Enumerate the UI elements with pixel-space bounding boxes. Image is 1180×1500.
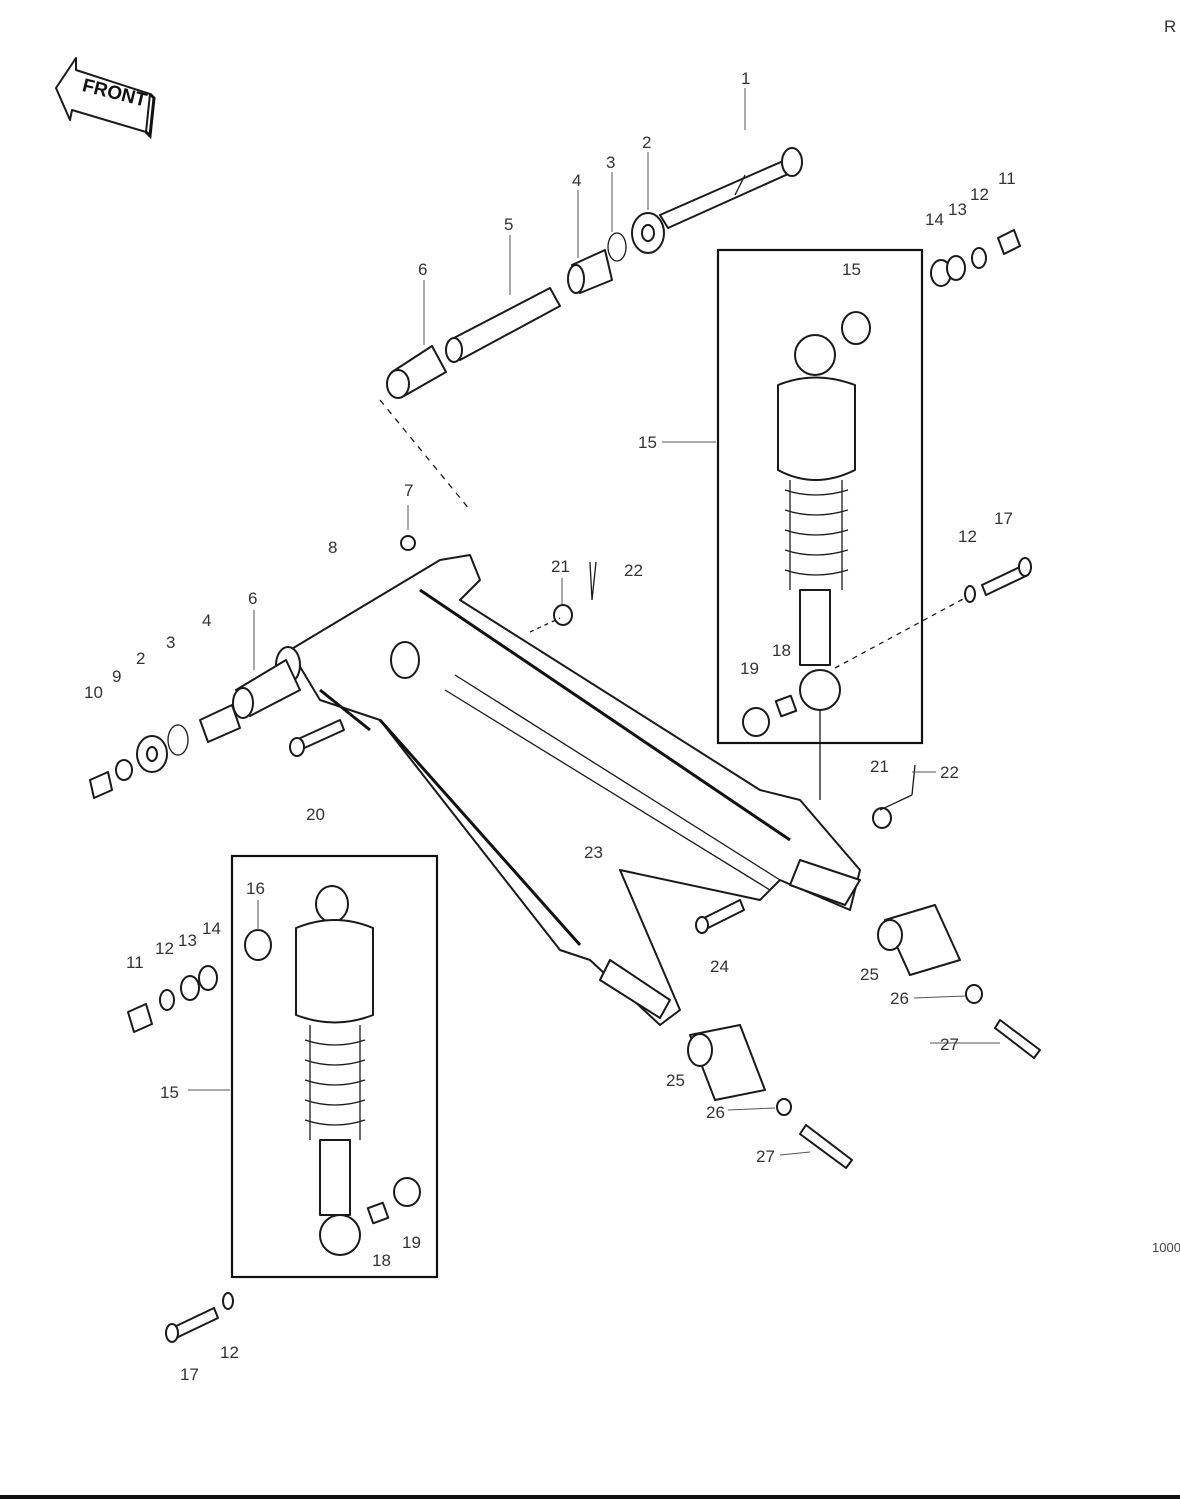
callout: 14 [202, 919, 221, 938]
corner-mark: R [1164, 17, 1176, 36]
callout: 18 [372, 1251, 391, 1270]
callout: 16 [246, 879, 265, 898]
callout: 25 [860, 965, 879, 984]
callout: 21 [551, 557, 570, 576]
callout: 21 [870, 757, 889, 776]
callout: 17 [180, 1365, 199, 1384]
side-mark: 1000 [1152, 1240, 1180, 1255]
callout: 15 [638, 433, 657, 452]
callout: 27 [940, 1035, 959, 1054]
callout: 24 [710, 957, 729, 976]
callout: 4 [202, 611, 211, 630]
callout: 15 [842, 260, 861, 279]
callout: 2 [642, 133, 651, 152]
callout: 19 [740, 659, 759, 678]
shock-cover [777, 376, 856, 481]
callout: 15 [160, 1083, 179, 1102]
nut-upper [553, 604, 573, 626]
callout: 11 [126, 953, 144, 972]
pivot-bolt [659, 157, 798, 229]
callout: 4 [572, 171, 581, 190]
shock-bushing-left [244, 929, 272, 961]
callout: 9 [112, 667, 121, 686]
shock-mount-hardware-left [127, 965, 218, 1033]
callout: 20 [306, 805, 325, 824]
grease-fitting [400, 535, 416, 551]
callout: 17 [994, 509, 1013, 528]
nut-26-right [965, 984, 983, 1004]
pivot-hardware-left [89, 659, 301, 799]
callout: 1 [741, 69, 750, 88]
callout: 23 [584, 843, 603, 862]
shock-absorber-box-left [230, 854, 439, 1279]
shock-lower-eye-left [319, 1214, 361, 1256]
callout: 27 [756, 1147, 775, 1166]
callout: 22 [940, 763, 959, 782]
callout: 22 [624, 561, 643, 580]
callout: 7 [404, 481, 413, 500]
pivot-sleeve [449, 287, 561, 361]
shock-absorber-right [742, 311, 871, 737]
pivot-bolt-head [781, 147, 803, 177]
callout: 26 [706, 1103, 725, 1122]
callout: 19 [402, 1233, 421, 1252]
front-direction-arrow: FRONT [55, 57, 156, 140]
callout: 8 [328, 538, 337, 557]
adjuster-bolt-right [994, 1019, 1041, 1059]
callout: 11 [998, 169, 1016, 188]
callout: 26 [890, 989, 909, 1008]
callout: 12 [155, 939, 174, 958]
callout: 3 [606, 153, 615, 172]
callout: 6 [418, 260, 427, 279]
callout: 12 [958, 527, 977, 546]
pivot-shaft-assembly [379, 147, 803, 511]
callout: 5 [504, 215, 513, 234]
callout: 18 [772, 641, 791, 660]
shock-absorber-left [244, 885, 421, 1256]
leader-lines [188, 88, 1000, 1156]
shock-bushing [841, 311, 871, 345]
callout: 10 [84, 683, 103, 702]
shock-lower-eye [799, 669, 841, 711]
nut-26-left [776, 1098, 792, 1116]
adjuster-bolt-left [799, 1124, 853, 1169]
callout: 14 [925, 210, 944, 229]
callout: 12 [220, 1343, 239, 1362]
shock-mount-hardware-right [930, 229, 1021, 287]
callout: 25 [666, 1071, 685, 1090]
cotter-pin-upper [589, 561, 597, 601]
callout: 2 [136, 649, 145, 668]
callout: 12 [970, 185, 989, 204]
callout: 3 [166, 633, 175, 652]
swing-arm [275, 554, 861, 1026]
callout: 6 [248, 589, 257, 608]
chain-adjuster-right [884, 904, 961, 976]
callout: 13 [948, 200, 967, 219]
nut-right [872, 807, 892, 829]
callout-labels: 1 2 3 4 5 6 11 12 13 14 15 15 7 8 21 22 … [84, 69, 1016, 1384]
callout: 13 [178, 931, 197, 950]
shock-rod [799, 589, 831, 666]
